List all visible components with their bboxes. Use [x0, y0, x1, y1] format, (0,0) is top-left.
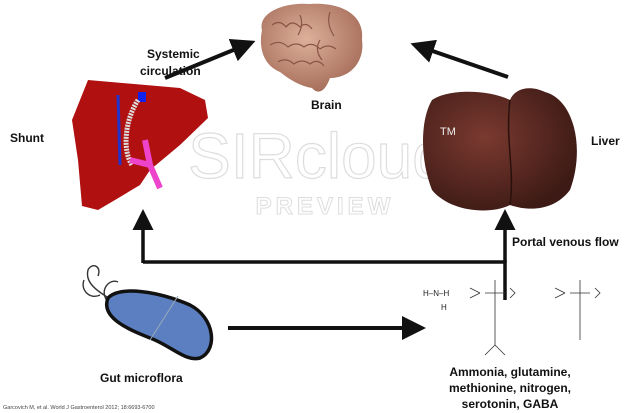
products-line-2: methionine, nitrogen, — [449, 381, 571, 395]
products-line-1: Ammonia, glutamine, — [449, 365, 570, 379]
watermark-sircloud: SIRcloud — [188, 120, 448, 192]
portal-label: Portal venous flow — [512, 235, 619, 249]
brain-image — [260, 3, 363, 92]
shunt-label: Shunt — [10, 131, 44, 145]
brain-label: Brain — [311, 98, 342, 112]
chemical-structures: H–N–H H — [423, 280, 601, 356]
gut-label: Gut microflora — [100, 371, 183, 385]
shunt-liver-image — [72, 80, 208, 210]
arrow-shunt-to-brain — [164, 38, 256, 80]
portal-flow-line — [143, 260, 507, 300]
citation: Garcovich M, et al. World J Gastroentero… — [3, 405, 155, 411]
ammonia-h: H — [441, 303, 447, 312]
liver-label: Liver — [591, 134, 620, 148]
products-line-3: serotonin, GABA — [462, 397, 559, 411]
watermark-preview: PREVIEW — [256, 193, 395, 220]
systemic-label-1: Systemic — [147, 47, 200, 61]
bacterium-image — [82, 265, 214, 361]
watermark-tm: TM — [440, 126, 456, 138]
ammonia-structure: H–N–H — [423, 289, 449, 298]
arrow-liver-to-brain — [410, 39, 509, 79]
liver-image — [423, 88, 577, 211]
